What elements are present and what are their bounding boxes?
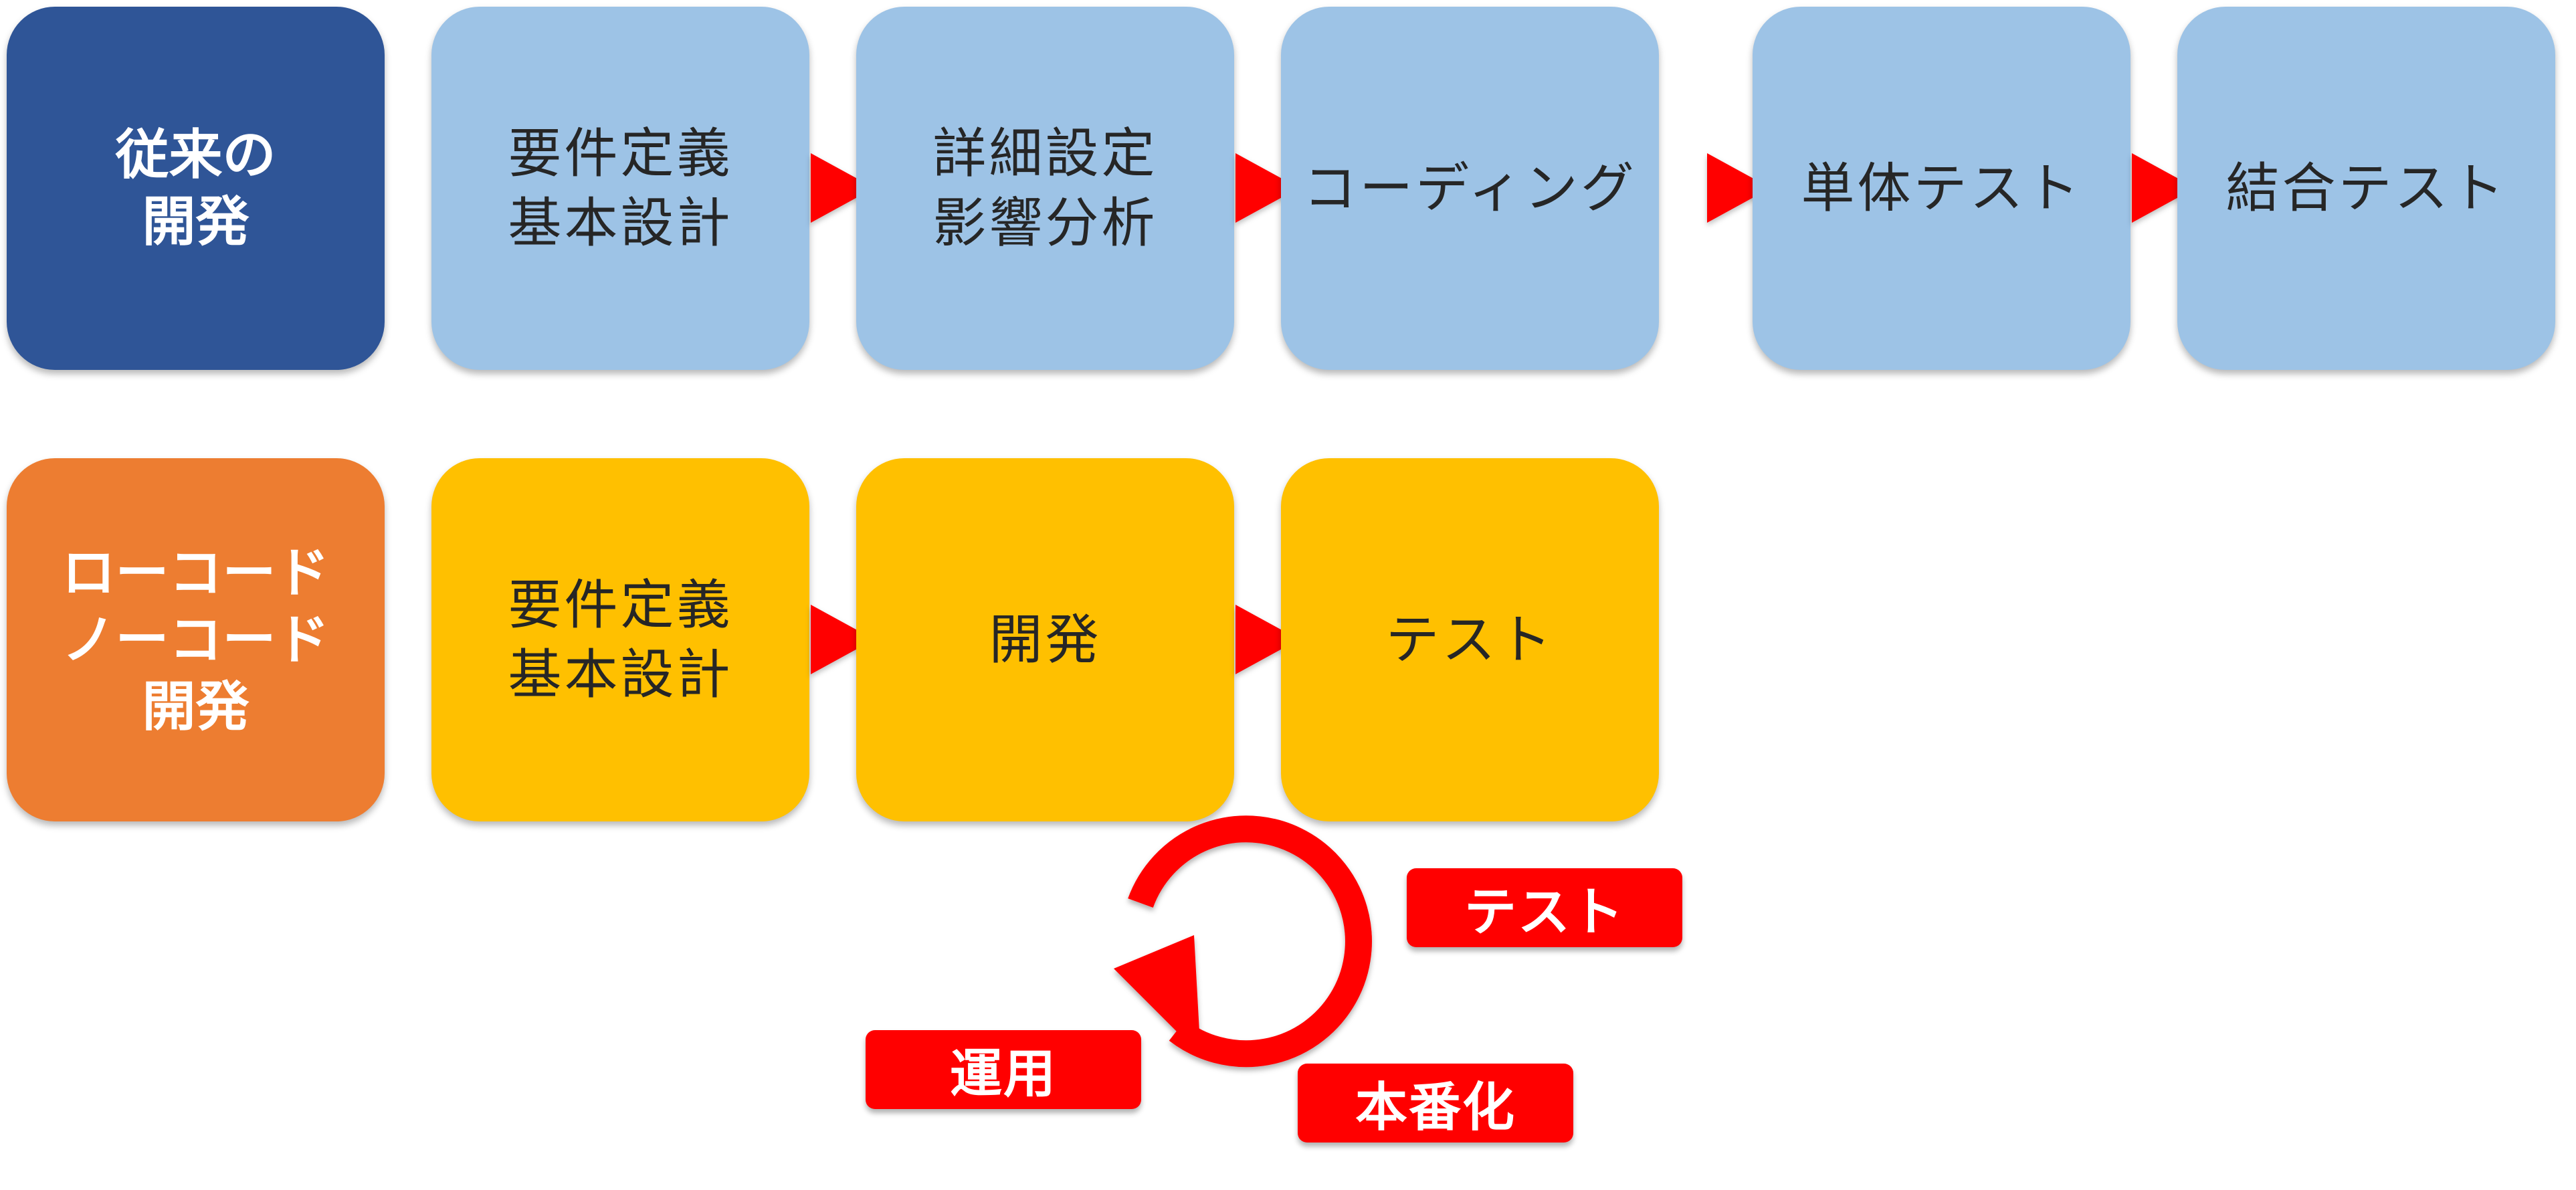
lowcode-step-test: テスト (1281, 458, 1659, 821)
cycle-tag-test: テスト (1407, 868, 1682, 947)
cycle-arrow-icon (1114, 815, 1372, 1068)
step-line: 単体テスト (1801, 157, 2082, 219)
cycle-tag-text: 本番化 (1355, 1078, 1516, 1138)
traditional-development-label: 従来の 開発 (7, 7, 385, 370)
cycle-tag-release: 本番化 (1298, 1064, 1573, 1143)
lowcode-label-line: ノーコード (62, 608, 330, 671)
traditional-step-detail-design: 詳細設定 影響分析 (856, 7, 1234, 370)
step-line: 基本設計 (508, 643, 733, 706)
step-line: テスト (1385, 608, 1555, 671)
traditional-label-line: 開発 (142, 190, 250, 253)
traditional-step-unit-test: 単体テスト (1753, 7, 2131, 370)
traditional-label-line: 従来の (115, 123, 276, 186)
traditional-step-requirements: 要件定義 基本設計 (431, 7, 809, 370)
step-line: 影響分析 (932, 191, 1158, 254)
cycle-tag-text: 運用 (949, 1044, 1057, 1104)
step-line: 要件定義 (508, 122, 733, 185)
step-line: 基本設計 (508, 191, 733, 254)
step-line: 詳細設定 (932, 122, 1158, 185)
lowcode-step-requirements: 要件定義 基本設計 (431, 458, 809, 821)
step-line: コーディング (1303, 157, 1637, 219)
traditional-step-integration-test: 結合テスト (2177, 7, 2555, 370)
step-line: 要件定義 (508, 573, 733, 636)
cycle-tag-operation: 運用 (866, 1030, 1141, 1109)
lowcode-label-line: ローコード (62, 541, 330, 604)
lowcode-step-development: 開発 (856, 458, 1234, 821)
step-line: 結合テスト (2225, 157, 2507, 219)
traditional-step-coding: コーディング (1281, 7, 1659, 370)
cycle-tag-text: テスト (1464, 882, 1625, 943)
lowcode-label-line: 開発 (142, 675, 250, 738)
lowcode-development-label: ローコード ノーコード 開発 (7, 458, 385, 821)
step-line: 開発 (989, 608, 1102, 671)
